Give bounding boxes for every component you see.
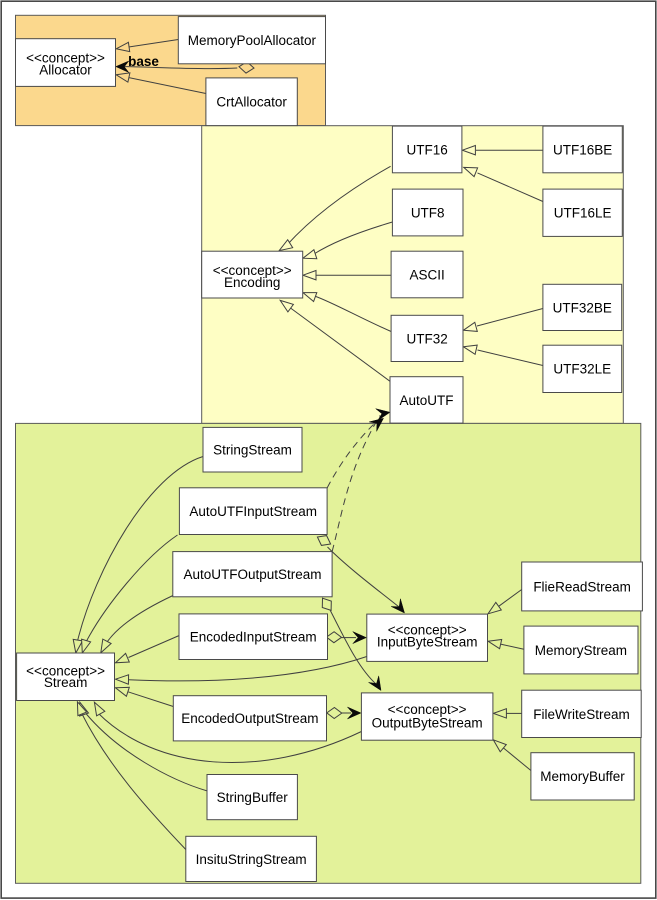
svg-text:<<concept>>: <<concept>> xyxy=(26,663,105,678)
svg-text:Encoding: Encoding xyxy=(224,275,280,290)
svg-text:InsituStringStream: InsituStringStream xyxy=(196,852,307,867)
svg-text:MemoryPoolAllocator: MemoryPoolAllocator xyxy=(188,33,317,48)
svg-text:UTF32: UTF32 xyxy=(406,331,447,346)
svg-text:AutoUTFOutputStream: AutoUTFOutputStream xyxy=(183,567,321,582)
svg-text:MemoryBuffer: MemoryBuffer xyxy=(540,769,625,784)
svg-text:OutputByteStream: OutputByteStream xyxy=(372,715,483,730)
svg-text:UTF32LE: UTF32LE xyxy=(553,362,611,377)
svg-text:UTF16BE: UTF16BE xyxy=(553,142,612,157)
svg-text:<<concept>>: <<concept>> xyxy=(388,702,467,717)
svg-text:UTF16: UTF16 xyxy=(406,142,447,157)
svg-text:StringStream: StringStream xyxy=(213,443,292,458)
svg-text:FlieReadStream: FlieReadStream xyxy=(533,579,631,594)
svg-text:StringBuffer: StringBuffer xyxy=(217,790,289,805)
svg-text:base: base xyxy=(128,54,159,69)
svg-text:Allocator: Allocator xyxy=(39,63,92,78)
svg-text:CrtAllocator: CrtAllocator xyxy=(216,95,287,110)
svg-text:<<concept>>: <<concept>> xyxy=(26,50,105,65)
svg-text:<<concept>>: <<concept>> xyxy=(213,263,292,278)
svg-text:Stream: Stream xyxy=(44,675,88,690)
svg-text:AutoUTFInputStream: AutoUTFInputStream xyxy=(189,504,317,519)
svg-text:EncodedOutputStream: EncodedOutputStream xyxy=(181,711,318,726)
svg-text:UTF32BE: UTF32BE xyxy=(553,300,612,315)
svg-text:<<concept>>: <<concept>> xyxy=(388,622,467,637)
svg-text:AutoUTF: AutoUTF xyxy=(399,393,453,408)
svg-text:InputByteStream: InputByteStream xyxy=(377,635,478,650)
svg-text:UTF16LE: UTF16LE xyxy=(554,206,612,221)
svg-text:MemoryStream: MemoryStream xyxy=(535,643,627,658)
svg-text:ASCII: ASCII xyxy=(409,267,444,282)
svg-text:FileWriteStream: FileWriteStream xyxy=(533,707,630,722)
svg-text:EncodedInputStream: EncodedInputStream xyxy=(190,630,317,645)
svg-text:UTF8: UTF8 xyxy=(411,205,445,220)
